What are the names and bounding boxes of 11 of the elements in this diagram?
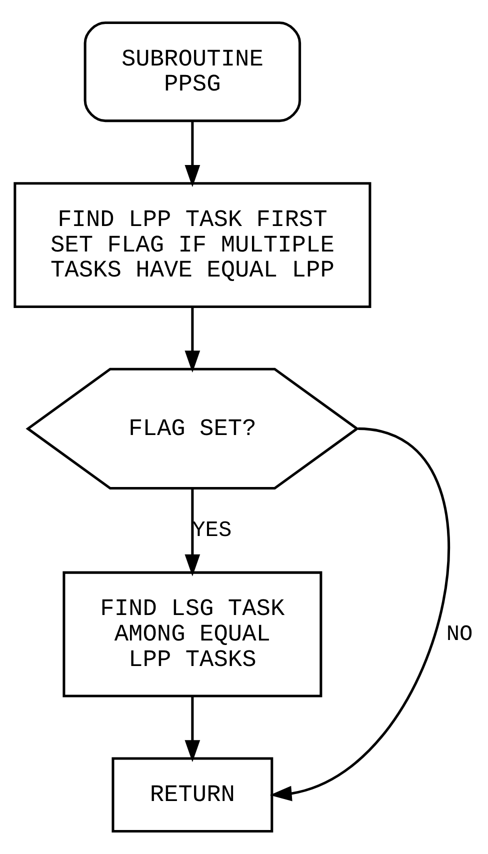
edge-label: NO [446, 622, 473, 648]
node-box: FIND LSG TASK AMONG EQUAL LPP TASKS [62, 571, 322, 698]
node-box: RETURN [112, 757, 274, 832]
arrow [184, 307, 200, 373]
node-box: SUBROUTINE PPSG [84, 22, 302, 122]
edge-label: YES [192, 518, 232, 544]
arrow [270, 427, 450, 802]
arrow [184, 696, 200, 762]
arrow [184, 121, 200, 188]
arrow [184, 488, 200, 576]
node-box: FIND LPP TASK FIRST SET FLAG IF MULTIPLE TASKS HAVE EQUAL LPP [14, 182, 372, 308]
